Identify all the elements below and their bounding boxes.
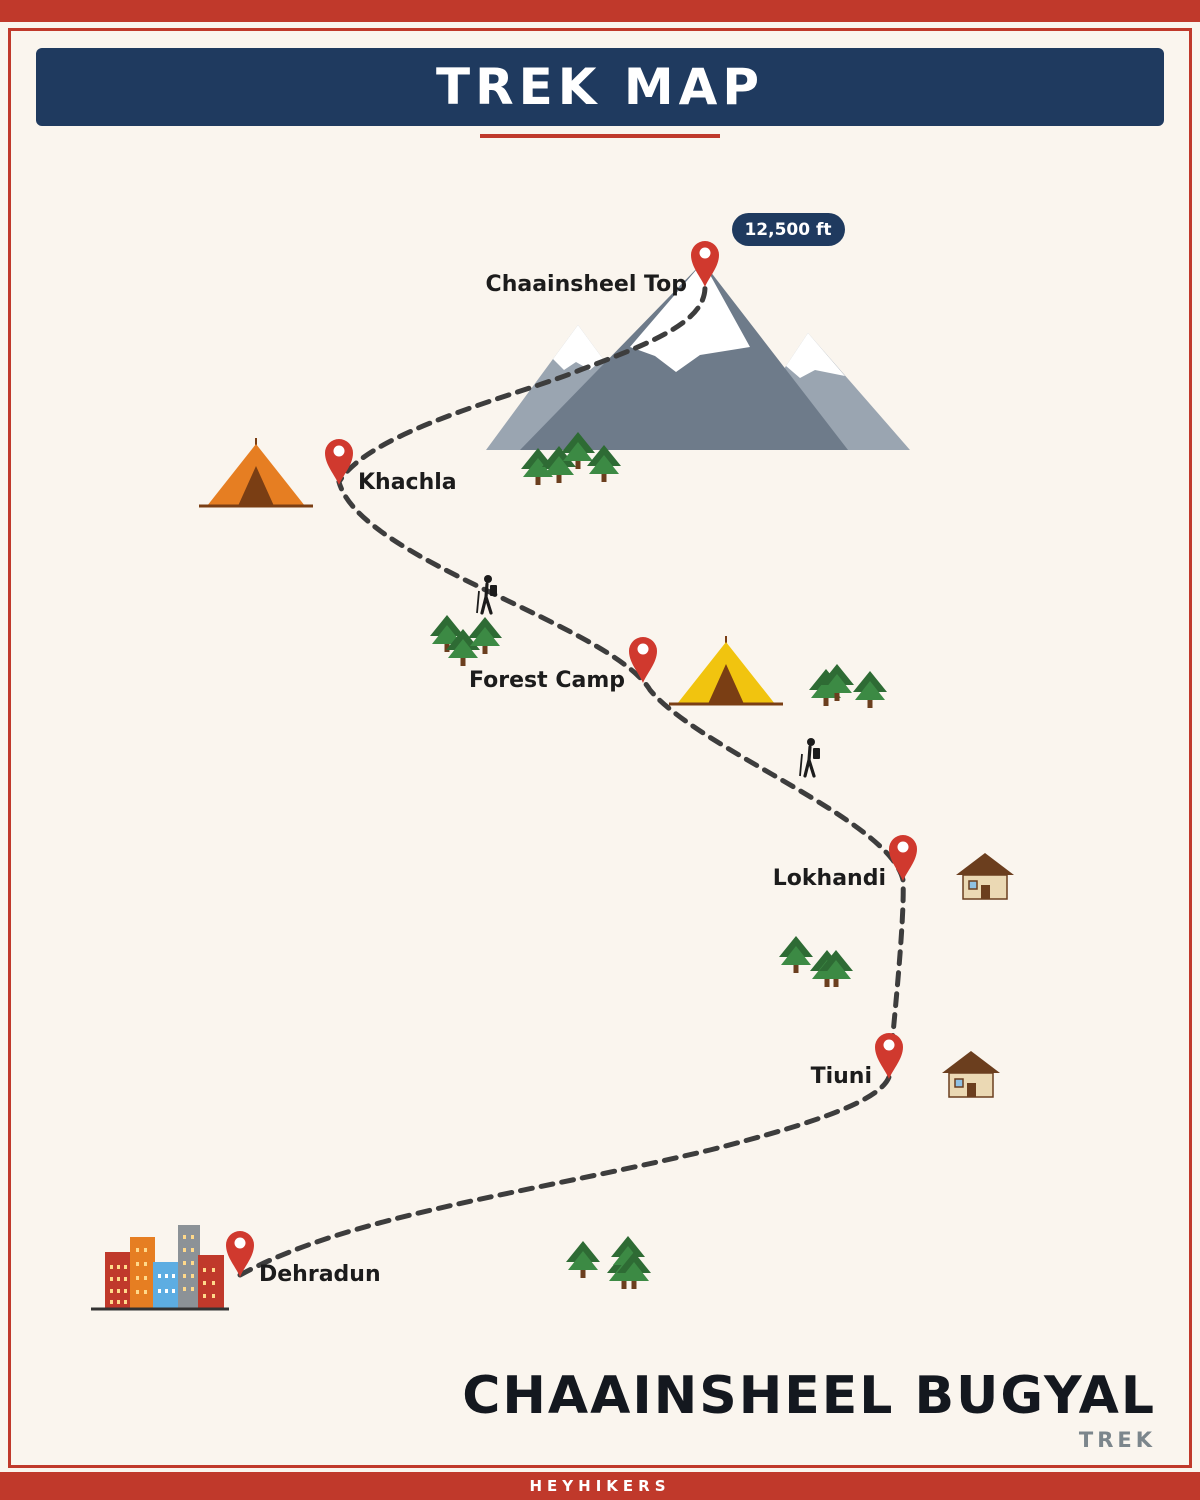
hut-icon — [955, 852, 1015, 900]
tree-icon — [566, 1241, 600, 1278]
page-title: TREK MAP — [435, 58, 764, 116]
city-icon — [91, 1225, 229, 1311]
map-pin-icon — [875, 1033, 903, 1079]
map-pin-icon — [325, 439, 353, 485]
bottom-border-bar: HEYHIKERS — [0, 1472, 1200, 1500]
hut-icon — [941, 1050, 1001, 1098]
title-underline — [480, 134, 720, 138]
hiker-icon — [475, 573, 499, 615]
tent-icon-forest-camp — [669, 636, 783, 706]
stop-label-dehradun: Dehradun — [259, 1262, 381, 1287]
map-frame — [8, 28, 1192, 1468]
altitude-text: 12,500 ft — [744, 220, 831, 240]
tent-icon-khachla — [199, 438, 313, 508]
tree-cluster-khachla — [430, 615, 502, 666]
stop-label-lokhandi: Lokhandi — [773, 866, 886, 891]
stop-label-forest-camp: Forest Camp — [469, 668, 625, 693]
stop-label-khachla: Khachla — [358, 470, 457, 495]
map-pin-icon — [889, 835, 917, 881]
brand-name: HEYHIKERS — [529, 1477, 671, 1495]
hiker-icon — [798, 736, 822, 778]
tree-cluster-dehradun — [566, 1236, 651, 1289]
trek-type: TREK — [1078, 1428, 1156, 1452]
tree-icon — [853, 671, 887, 708]
stop-label-tiuni: Tiuni — [811, 1064, 872, 1089]
trek-name: CHAAINSHEEL BUGYAL — [462, 1366, 1156, 1426]
top-border-bar — [0, 0, 1200, 22]
tree-icon — [779, 936, 813, 973]
tree-cluster-lokhandi — [779, 936, 853, 987]
title-banner: TREK MAP — [36, 48, 1164, 126]
altitude-badge: 12,500 ft — [732, 213, 845, 246]
tree-cluster-forest-camp — [809, 664, 887, 708]
trail-path — [237, 284, 906, 1278]
stop-label-chaainsheel-top: Chaainsheel Top — [486, 272, 687, 297]
map-pin-icon — [629, 637, 657, 683]
